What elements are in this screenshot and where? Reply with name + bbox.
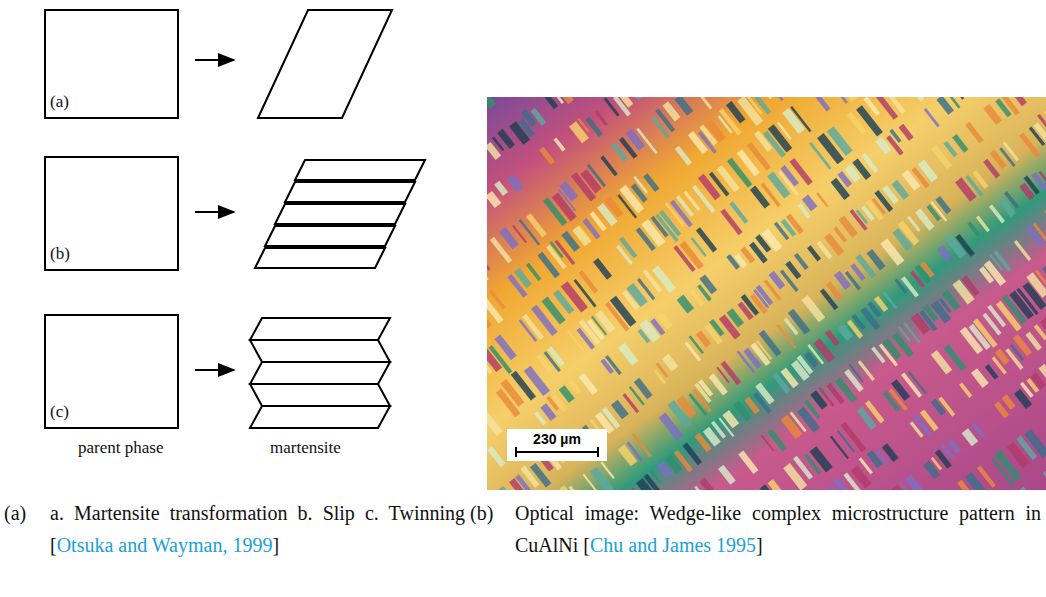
- arrow: [195, 59, 234, 61]
- transformation-sketch: [45, 10, 425, 428]
- subfigure-tag: (a): [4, 497, 26, 529]
- axis-label: parent phase: [78, 438, 163, 458]
- figure-caption: Optical image: Wedge-like complex micros…: [515, 497, 1041, 561]
- optical-image: [487, 97, 1046, 490]
- caption-text: ]: [756, 534, 763, 556]
- parent-square: [45, 10, 178, 118]
- caption-text: ]: [272, 534, 279, 556]
- arrow: [195, 211, 234, 213]
- arrow: [195, 369, 234, 371]
- subfigure-tag: (b): [470, 497, 493, 529]
- slip-shape: [255, 160, 425, 268]
- parent-square: [45, 315, 178, 428]
- panel-tag: (b): [50, 244, 70, 264]
- panel-tag: (c): [50, 402, 69, 422]
- scale-label: 230 µm: [533, 431, 581, 448]
- panel-tag: (a): [50, 92, 69, 112]
- axis-label: martensite: [270, 438, 341, 458]
- twinning-shape: [250, 318, 390, 428]
- martensite-shape: [258, 10, 392, 118]
- figure-caption: a. Martensite transformation b. Slip c. …: [50, 497, 465, 561]
- parent-square: [45, 157, 178, 270]
- citation: Chu and James 1995: [590, 534, 756, 556]
- citation: Otsuka and Wayman, 1999: [57, 534, 273, 556]
